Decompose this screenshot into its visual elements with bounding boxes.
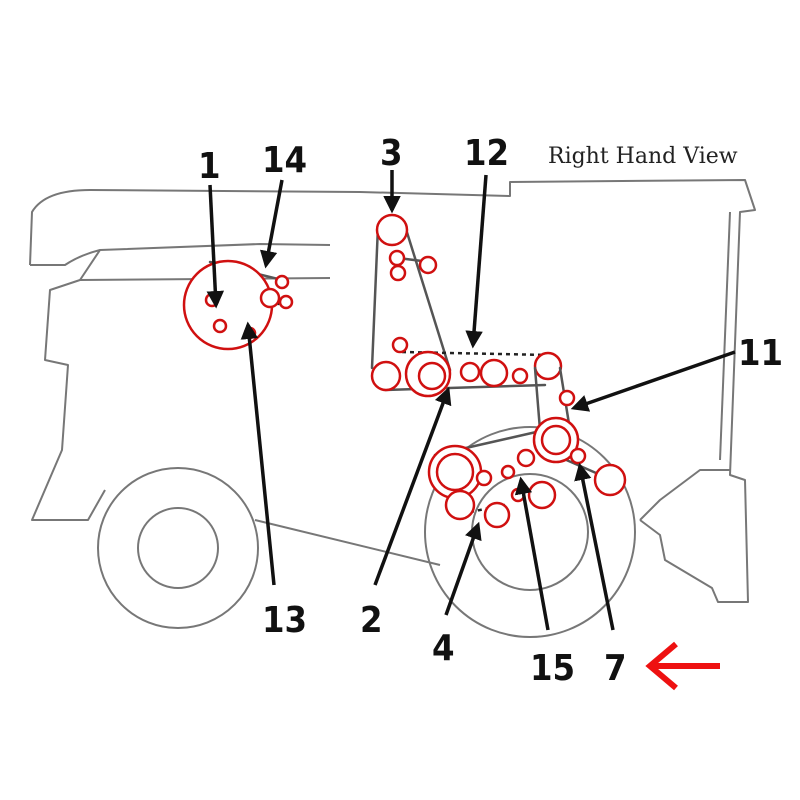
pulley-right-small <box>558 389 576 407</box>
pulley-left-c <box>259 287 281 309</box>
pulley-large-left <box>182 259 274 351</box>
pulley-mid-left <box>370 360 402 392</box>
pulley-right-b <box>593 463 627 497</box>
pulley-left-e <box>278 294 294 310</box>
pulley-top <box>375 213 409 247</box>
leader-1 <box>206 184 225 309</box>
pulley-main-inner <box>417 361 447 391</box>
leader-12 <box>465 174 488 349</box>
leader-2 <box>373 386 452 586</box>
body-front-outline <box>31 249 106 521</box>
pulley-left-d <box>274 274 290 290</box>
callout-7: 7 <box>604 648 627 689</box>
belt-riser-left <box>533 366 542 432</box>
pulley-left-b <box>212 318 228 334</box>
cab-visor-outline <box>30 243 331 266</box>
leader-15 <box>514 476 550 631</box>
pulley-lower-c <box>475 469 493 487</box>
callout-11: 11 <box>738 333 783 374</box>
leader-11 <box>570 350 736 412</box>
pulley-mid-c <box>479 358 509 388</box>
callout-14: 14 <box>262 140 307 181</box>
leader-14 <box>259 179 284 269</box>
pulley-lower-f <box>527 480 557 510</box>
belt-vertical-right <box>403 224 452 372</box>
rear-body-line <box>639 469 730 521</box>
leader-lines <box>206 170 736 631</box>
pulley-tensioner <box>533 351 563 381</box>
pulley-lower-large-inner <box>435 452 475 492</box>
callout-15: 15 <box>530 648 575 689</box>
pulley-top-small-c <box>389 264 407 282</box>
callout-1: 1 <box>198 146 221 187</box>
pulley-right-large-inner <box>540 424 572 456</box>
pulley-group-center <box>370 213 563 398</box>
left-arrow-icon <box>645 641 720 691</box>
leader-13 <box>240 321 276 586</box>
combine-outline <box>29 179 756 638</box>
pulley-lower-d <box>500 464 516 480</box>
pulley-mid-b <box>459 361 481 383</box>
pulley-top-small-b <box>418 255 438 275</box>
cab-roof-outline <box>29 179 756 603</box>
pulley-right-a <box>569 447 587 465</box>
leader-4 <box>444 521 482 616</box>
right-panel-line <box>719 211 731 461</box>
pulley-group-lower <box>427 366 627 529</box>
pulley-top-small-a <box>388 249 406 267</box>
pulley-mid-a <box>391 336 409 354</box>
front-wheel-outer <box>97 467 259 629</box>
pulley-mid-d <box>511 367 529 385</box>
callout-12: 12 <box>464 133 509 174</box>
pulley-lower-e <box>516 448 536 468</box>
pulley-group-left <box>182 259 294 351</box>
pulley-lower-a <box>444 489 476 521</box>
leader-7 <box>574 462 615 631</box>
body-lower-line <box>254 519 441 566</box>
belt-vertical-left <box>370 224 380 370</box>
front-wheel-inner <box>137 507 219 589</box>
rear-wheel-outer <box>424 426 636 638</box>
callout-labels: 1 14 3 12 11 13 2 4 15 7 <box>198 133 783 689</box>
callout-13: 13 <box>262 600 307 641</box>
view-title: Right Hand View <box>548 144 738 169</box>
callout-2: 2 <box>360 600 383 641</box>
callout-4: 4 <box>432 628 455 669</box>
pulley-lower-b <box>483 501 511 529</box>
callout-3: 3 <box>380 133 403 174</box>
